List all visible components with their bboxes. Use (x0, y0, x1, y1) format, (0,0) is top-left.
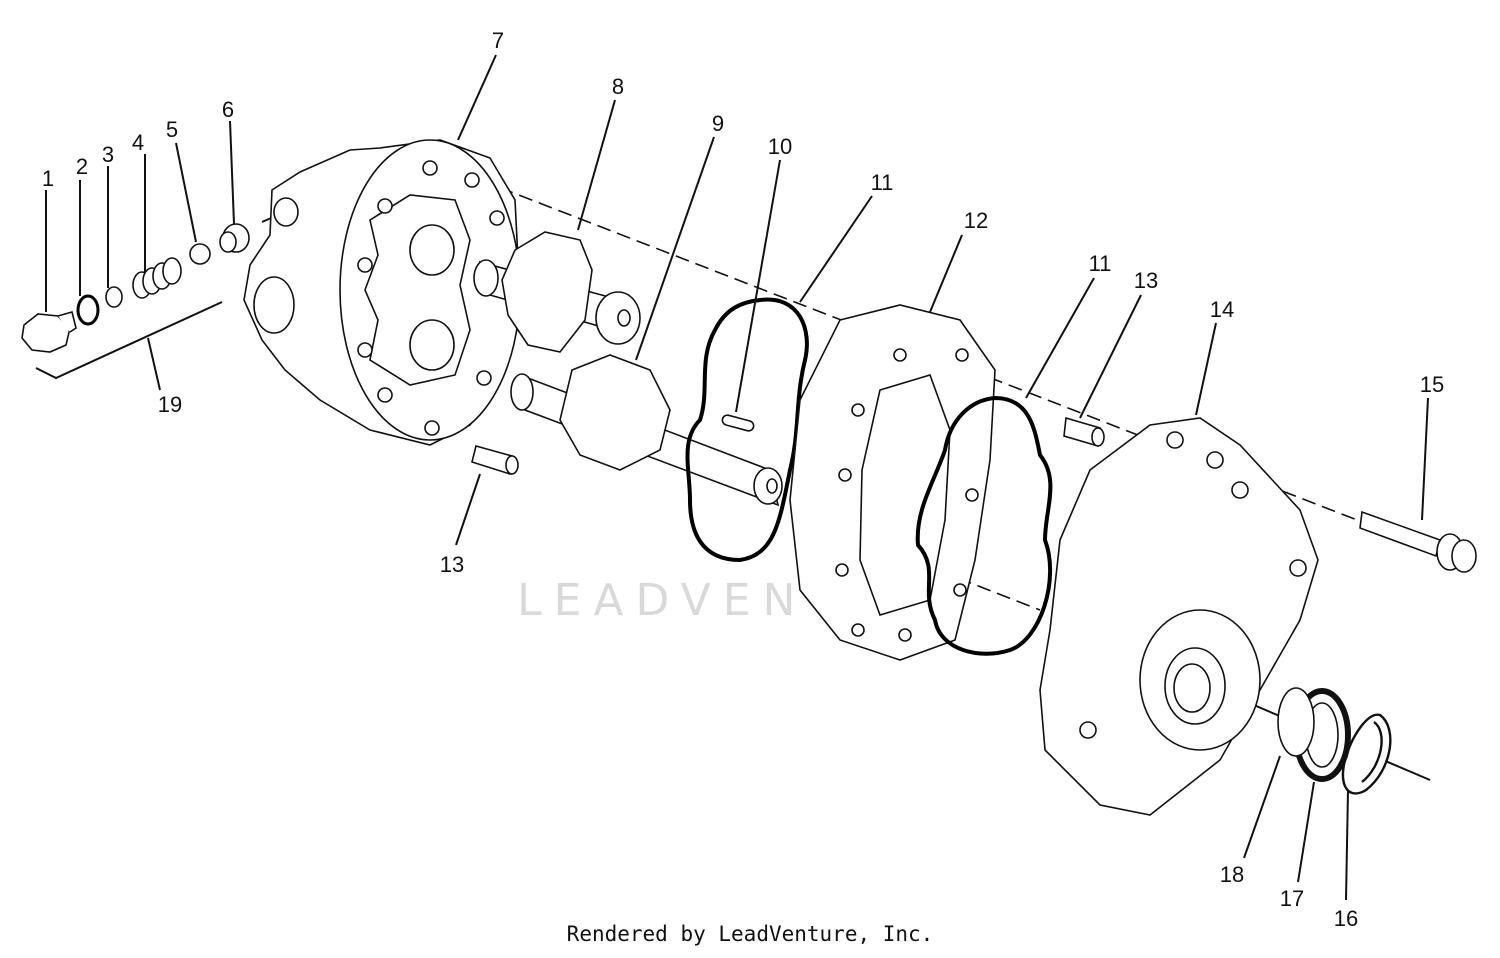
upper-gear-shaft-part (473, 231, 641, 353)
callout-9: 9 (712, 111, 724, 136)
callout-2: 2 (76, 154, 88, 179)
ball-part (189, 243, 211, 265)
callout-6: 6 (222, 97, 234, 122)
gasket-left-part (685, 297, 809, 563)
plug-bolt-part (21, 311, 77, 353)
rear-cover-part (1039, 417, 1319, 816)
callout-11b: 11 (1089, 251, 1112, 276)
pump-body-part (243, 139, 521, 446)
callout-1: 1 (42, 166, 54, 191)
callout-12: 12 (964, 208, 988, 233)
callout-7: 7 (492, 28, 504, 53)
callout-labels: 1 2 3 4 5 6 7 8 9 10 11 12 11 13 14 15 1… (42, 28, 1444, 931)
callout-10: 10 (768, 134, 792, 159)
callout-17: 17 (1280, 886, 1304, 911)
leader-lines (45, 54, 1429, 901)
dowel-pin-upper-part (1063, 416, 1105, 448)
callout-3: 3 (102, 142, 114, 167)
callout-13a: 13 (1134, 268, 1158, 293)
callout-18: 18 (1220, 862, 1244, 887)
o-ring-part (76, 294, 100, 326)
snap-ring-part (1341, 713, 1392, 795)
callout-16: 16 (1334, 906, 1358, 931)
seal-washer-part (1277, 687, 1315, 757)
bolt-part (1359, 510, 1477, 573)
callout-8: 8 (612, 74, 624, 99)
callout-19: 19 (158, 392, 182, 417)
gear-housing-part (789, 304, 996, 661)
key-part (721, 414, 755, 432)
lower-gear-shaft-part (510, 354, 783, 507)
spring-part (132, 257, 182, 299)
threaded-plug-part (219, 223, 250, 253)
kit-bracket (35, 301, 223, 380)
callout-13b: 13 (440, 552, 464, 577)
callout-15: 15 (1420, 372, 1444, 397)
callout-4: 4 (132, 130, 144, 155)
washer-part (105, 286, 123, 308)
callout-11a: 11 (871, 170, 894, 195)
dowel-pin-lower-part (471, 445, 519, 476)
callout-14: 14 (1210, 297, 1234, 322)
gasket-right-part (915, 395, 1053, 656)
callout-5: 5 (166, 117, 178, 142)
render-credit: Rendered by LeadVenture, Inc. (566, 922, 934, 946)
